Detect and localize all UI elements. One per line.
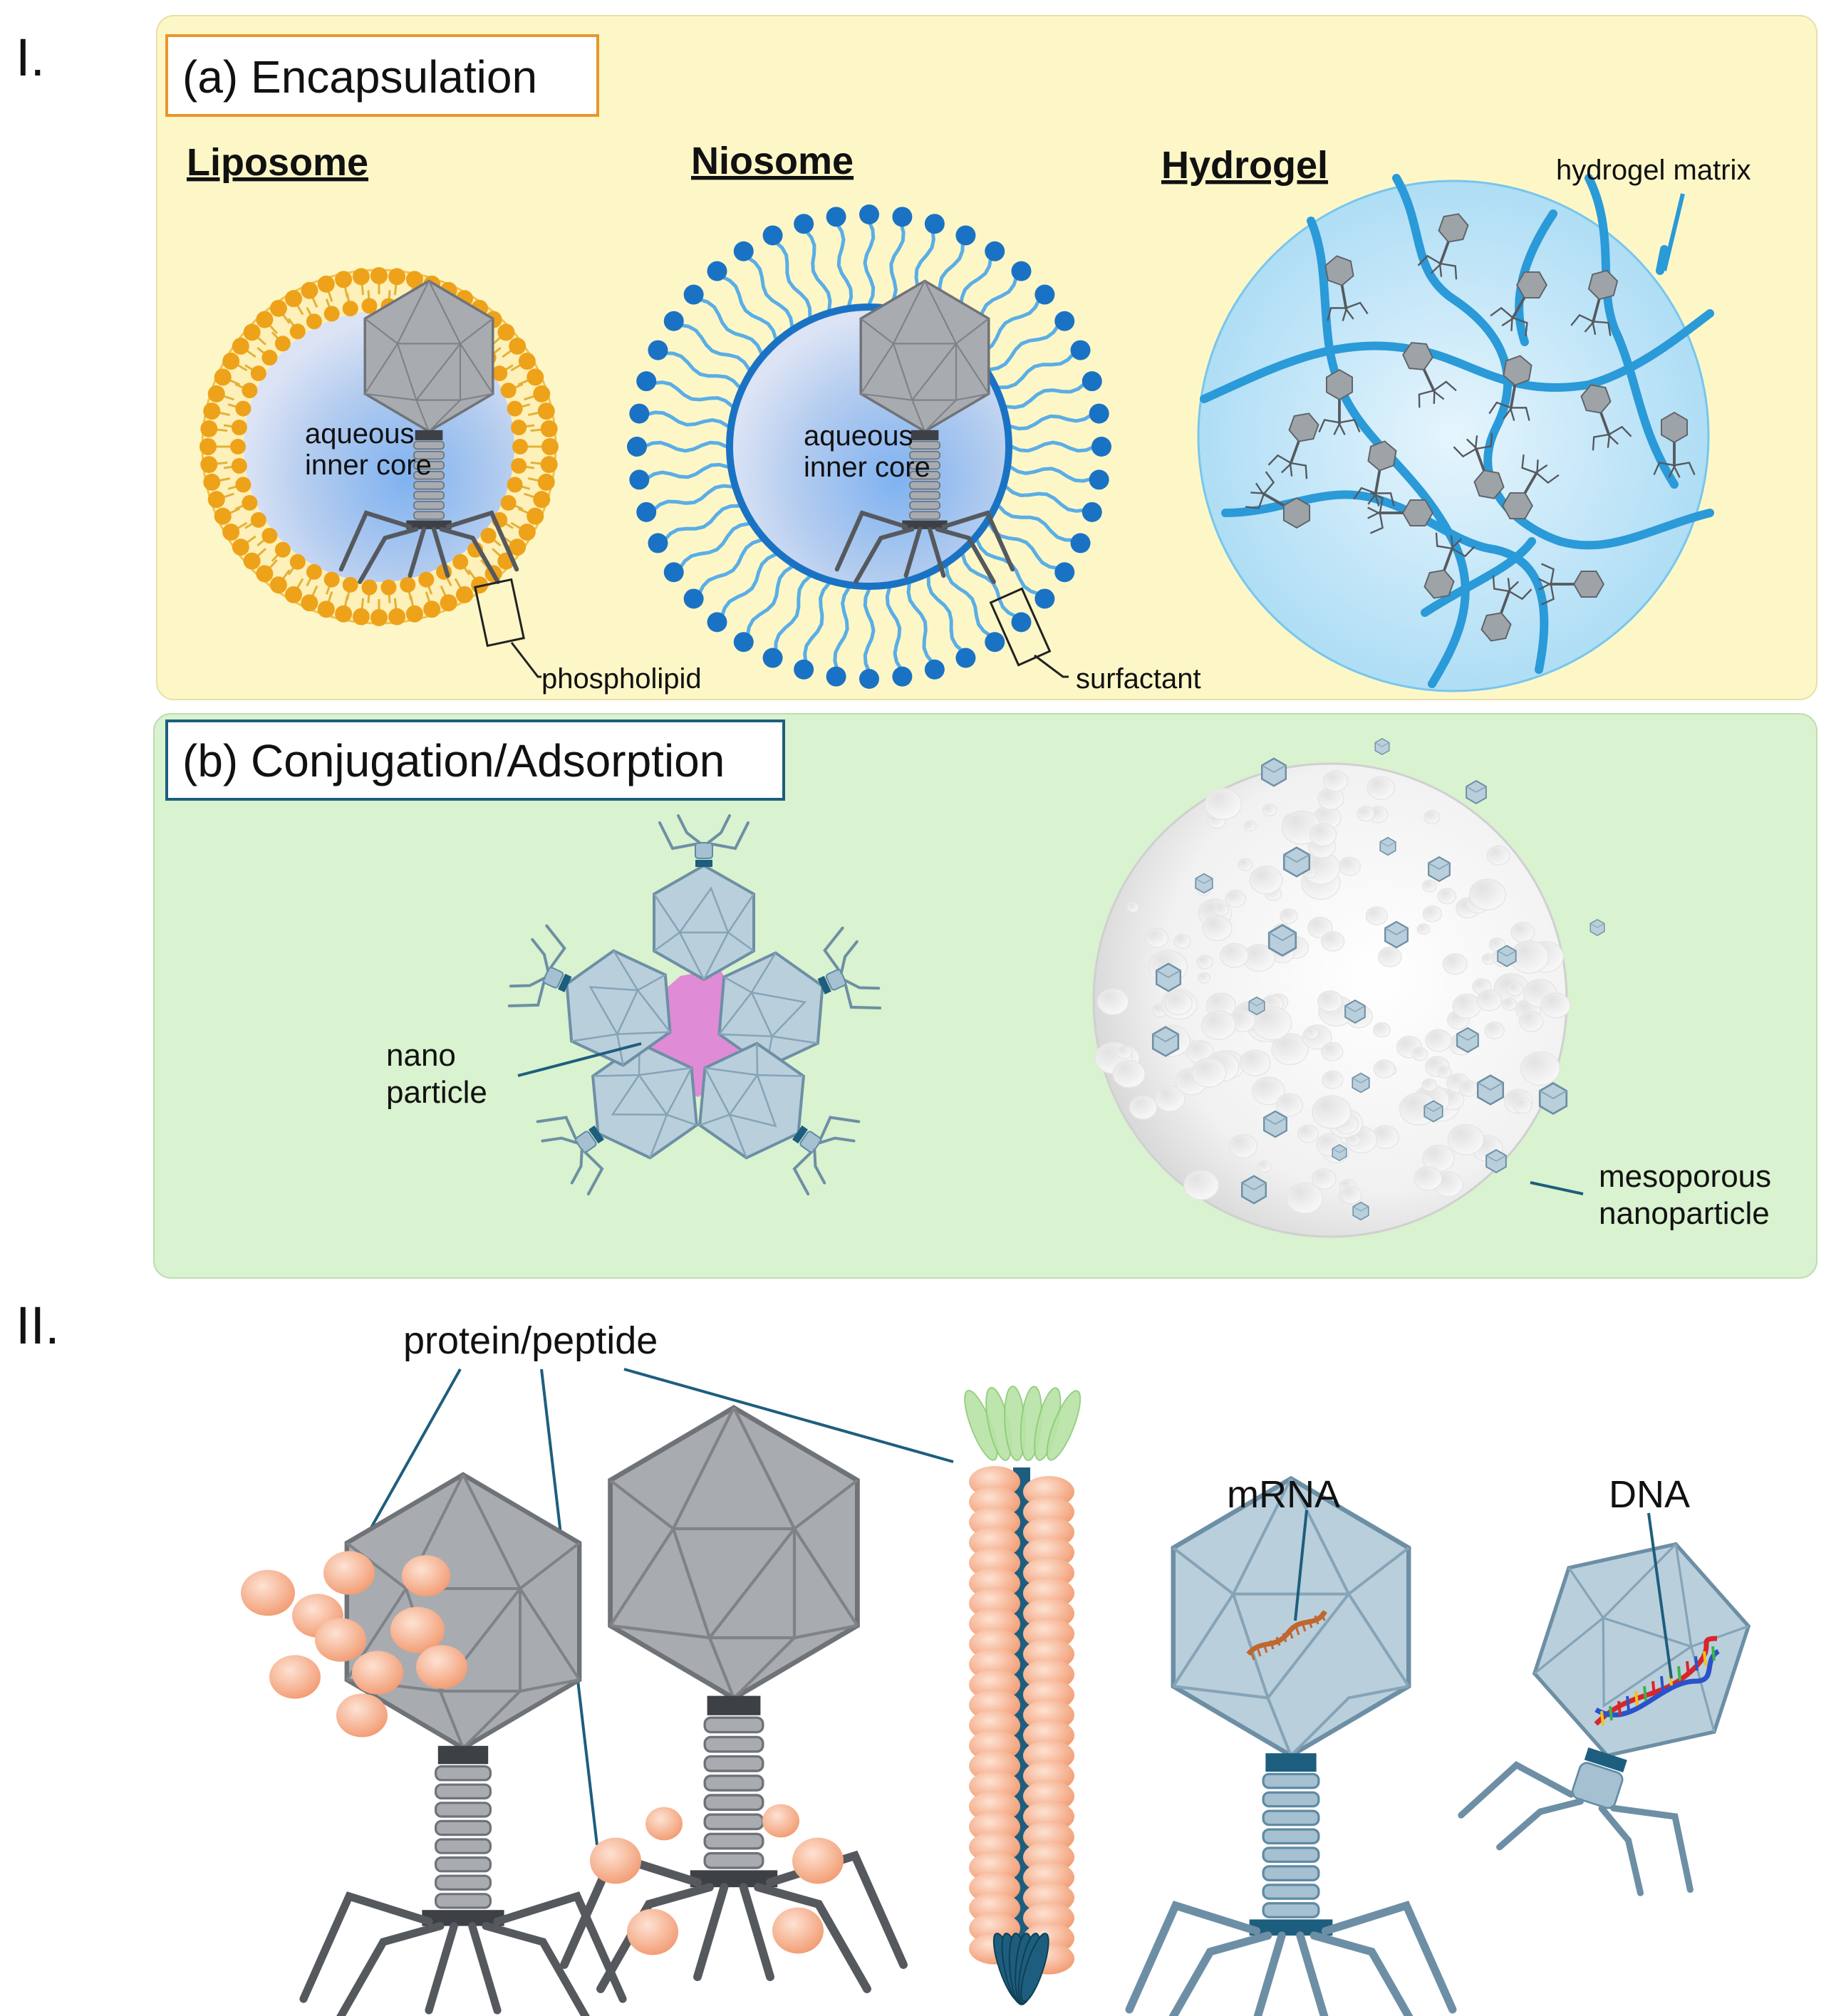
hydrogel-illustration — [1197, 174, 1714, 692]
nanoparticle-label-1: nano — [386, 1038, 456, 1073]
liposome-heading: Liposome — [187, 141, 368, 184]
mrna-strand — [1246, 1510, 1328, 1661]
phage-tail-display — [564, 1408, 903, 1989]
mesoporous-nanoparticle — [1092, 738, 1605, 1238]
tail-proteins — [590, 1804, 844, 1955]
liposome-illustration — [199, 267, 559, 678]
panel-b-title-box — [165, 719, 785, 801]
hydrogel-heading: Hydrogel — [1161, 144, 1328, 187]
dna-label: DNA — [1609, 1473, 1690, 1516]
liposome-core-label-2: inner core — [305, 450, 432, 481]
capsid-proteins — [241, 1551, 467, 1737]
niosome-illustration — [627, 204, 1111, 689]
phage-mrna — [1129, 1479, 1453, 2016]
surfactant-label: surfactant — [1076, 663, 1201, 695]
phospholipid-label: phospholipid — [541, 663, 702, 695]
mesoporous-label-2: nanoparticle — [1599, 1196, 1770, 1231]
panel-a-title: (a) Encapsulation — [182, 51, 537, 103]
nanoparticle-label-2: particle — [386, 1075, 487, 1110]
hydrogel-matrix-label: hydrogel matrix — [1556, 155, 1751, 186]
panel-b-title: (b) Conjugation/Adsorption — [182, 735, 725, 786]
liposome-core-label-1: aqueous — [305, 418, 414, 450]
panel-a-title-box — [165, 34, 599, 117]
protein-peptide-label: protein/peptide — [403, 1319, 658, 1362]
niosome-core-label-2: inner core — [804, 452, 930, 483]
niosome-core-label-1: aqueous — [804, 420, 913, 452]
dna-double-helix — [1594, 1512, 1721, 1726]
section-label-two: II. — [16, 1296, 60, 1355]
phospholipid-callout-box — [474, 578, 525, 648]
niosome-heading: Niosome — [691, 140, 854, 182]
mrna-label: mRNA — [1227, 1473, 1340, 1516]
mesoporous-label-1: mesoporous — [1599, 1159, 1771, 1194]
section-label-one: I. — [16, 28, 45, 87]
nanoparticle-cluster — [499, 814, 891, 1205]
filamentous-phage — [964, 1386, 1082, 2005]
surfactant-callout-box — [989, 587, 1052, 667]
